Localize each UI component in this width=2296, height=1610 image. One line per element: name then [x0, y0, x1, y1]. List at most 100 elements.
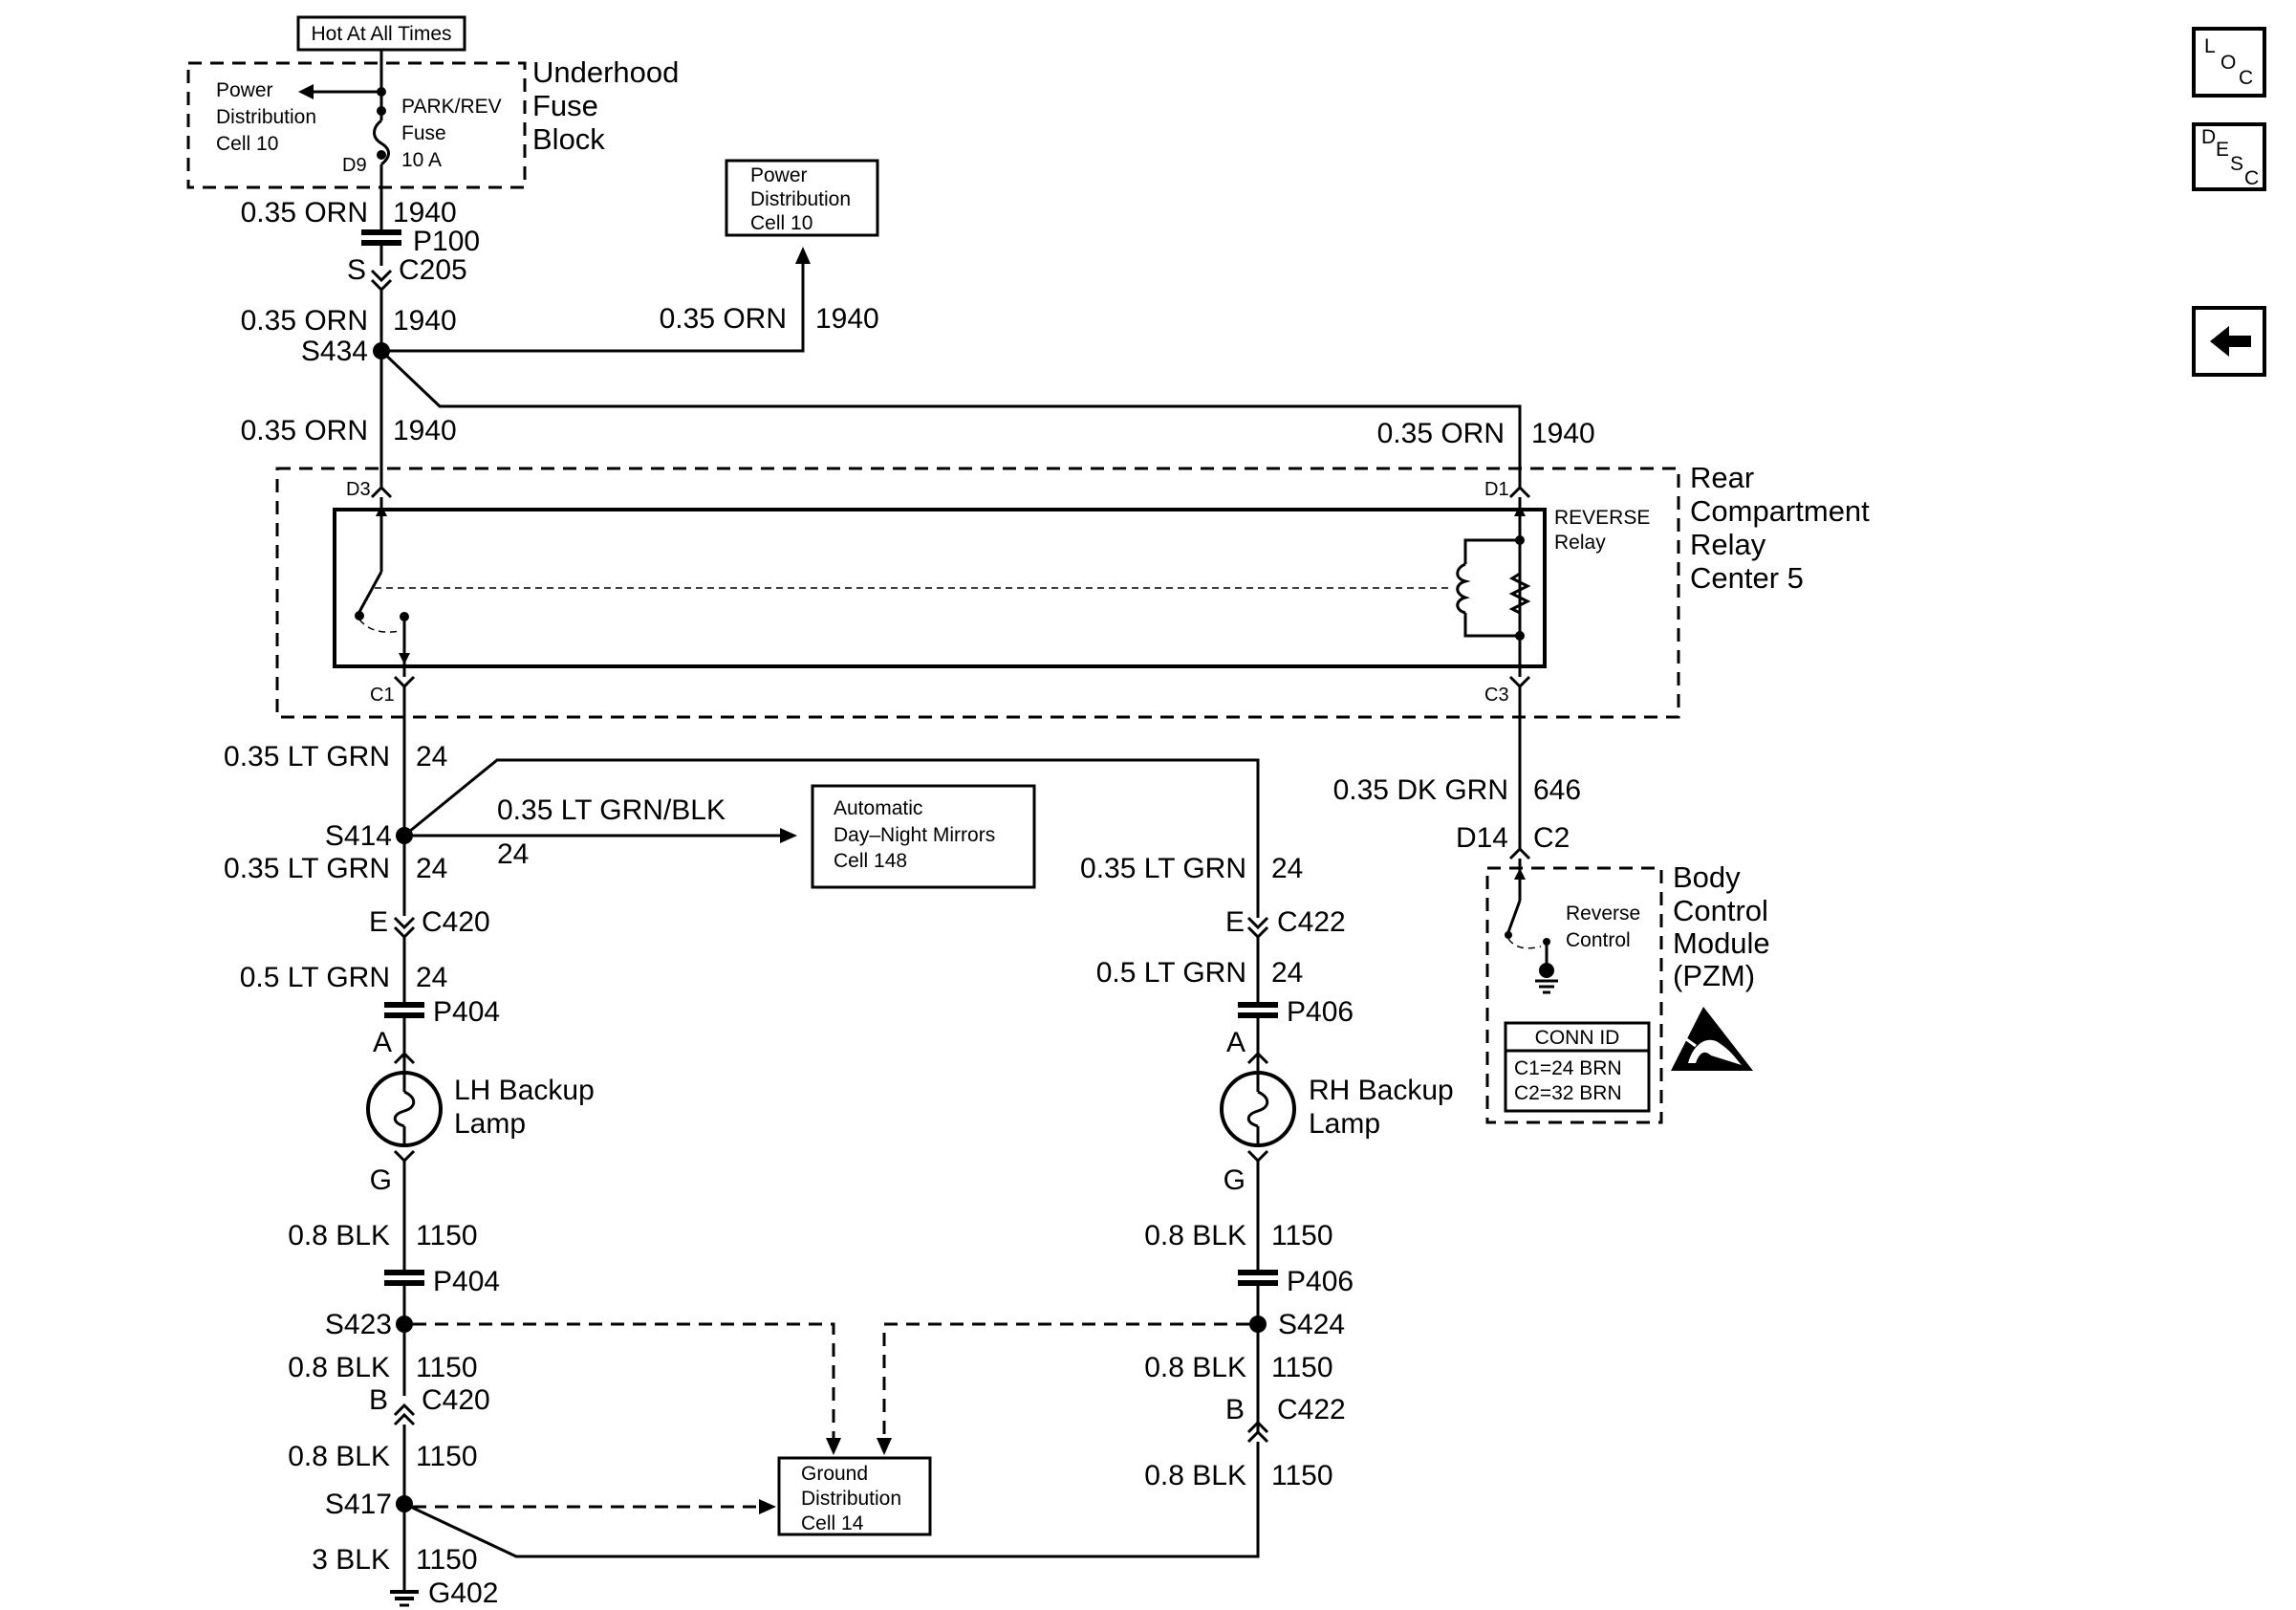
svg-text:0.8 BLK: 0.8 BLK	[1144, 1220, 1246, 1251]
svg-text:0.8 BLK: 0.8 BLK	[288, 1441, 390, 1472]
svg-text:24: 24	[1271, 957, 1303, 989]
ground-g402: G402	[390, 1577, 498, 1609]
svg-text:0.35 ORN: 0.35 ORN	[241, 305, 368, 337]
svg-text:LH Backup: LH Backup	[454, 1075, 595, 1106]
svg-text:Reverse: Reverse	[1566, 903, 1640, 925]
svg-text:24: 24	[416, 741, 447, 772]
svg-text:P404: P404	[433, 996, 500, 1028]
svg-text:Relay: Relay	[1690, 528, 1766, 561]
svg-text:C420: C420	[422, 1384, 490, 1416]
bcm-feed-wire: 0.35 DK GRN 646 D14 C2	[1333, 686, 1581, 860]
svg-text:Rear: Rear	[1690, 461, 1754, 494]
svg-text:0.35 ORN: 0.35 ORN	[241, 197, 368, 228]
svg-text:1150: 1150	[1271, 1352, 1333, 1383]
svg-text:Automatic: Automatic	[834, 797, 922, 819]
reverse-relay: REVERSE Relay	[333, 497, 1650, 677]
svg-text:Center 5: Center 5	[1690, 561, 1804, 595]
connector-p406-top: P406	[1238, 996, 1354, 1028]
svg-text:Ground: Ground	[801, 1463, 868, 1485]
svg-text:Cell 10: Cell 10	[216, 133, 278, 155]
back-button[interactable]	[2192, 306, 2266, 377]
svg-text:0.8 BLK: 0.8 BLK	[1144, 1460, 1246, 1491]
svg-text:Power: Power	[216, 79, 273, 101]
svg-text:0.35 LT GRN: 0.35 LT GRN	[224, 741, 390, 772]
svg-text:S: S	[2230, 153, 2243, 175]
underhood-fuse-block: Hot At All Times Underhood Fuse Block Po…	[186, 15, 679, 189]
svg-text:Control: Control	[1673, 894, 1768, 927]
svg-text:D1: D1	[1484, 479, 1509, 500]
svg-text:0.35 ORN: 0.35 ORN	[241, 415, 368, 446]
auto-day-night-mirrors-box[interactable]: Automatic Day–Night Mirrors Cell 148	[811, 784, 1036, 889]
fuse-symbol	[373, 119, 390, 166]
connector-c420-top: E C420	[369, 906, 490, 940]
svg-text:1940: 1940	[393, 197, 457, 228]
connector-p404-bottom: P404	[384, 1266, 500, 1297]
svg-text:Fuse: Fuse	[401, 122, 446, 144]
svg-text:0.5 LT GRN: 0.5 LT GRN	[240, 962, 390, 993]
rear-compartment-relay-center: Rear Compartment Relay Center 5 D3 D1 C1…	[275, 461, 1870, 719]
desc-button[interactable]: D E S C	[2192, 122, 2266, 191]
svg-text:S414: S414	[325, 820, 392, 852]
svg-text:Body: Body	[1673, 860, 1741, 894]
svg-text:C2=32 BRN: C2=32 BRN	[1514, 1082, 1622, 1104]
svg-text:D14: D14	[1456, 822, 1508, 854]
svg-text:1150: 1150	[416, 1220, 478, 1251]
conn-id-table: CONN ID C1=24 BRN C2=32 BRN	[1504, 1021, 1651, 1113]
svg-text:24: 24	[497, 838, 529, 870]
svg-text:P404: P404	[433, 1266, 500, 1297]
ground-distribution-box[interactable]: Ground Distribution Cell 14	[777, 1456, 932, 1536]
loc-button[interactable]: L O C	[2192, 27, 2266, 98]
svg-text:RH Backup: RH Backup	[1309, 1075, 1454, 1106]
svg-text:1940: 1940	[393, 415, 457, 446]
svg-text:0.35 LT GRN: 0.35 LT GRN	[1080, 853, 1246, 884]
svg-text:E: E	[369, 906, 388, 938]
svg-text:0.5 LT GRN: 0.5 LT GRN	[1096, 957, 1246, 989]
svg-text:Distribution: Distribution	[216, 106, 316, 128]
svg-text:G402: G402	[428, 1577, 498, 1609]
rh-backup-lamp: RH Backup Lamp	[1220, 1071, 1454, 1147]
svg-text:B: B	[369, 1384, 388, 1416]
splice-s424: S424	[1249, 1309, 1345, 1340]
svg-text:S417: S417	[325, 1489, 392, 1520]
splice-s414: S414	[325, 820, 413, 852]
feed-wire-1940: 0.35 ORN 1940 P100 S C205 0.35 ORN 1940 …	[241, 187, 1595, 488]
svg-text:Cell 148: Cell 148	[834, 850, 907, 872]
svg-text:REVERSE: REVERSE	[1554, 507, 1650, 529]
svg-text:24: 24	[416, 962, 447, 993]
svg-text:24: 24	[416, 853, 447, 884]
svg-text:Distribution: Distribution	[801, 1488, 901, 1510]
svg-text:P100: P100	[413, 226, 480, 257]
svg-text:0.35 LT GRN/BLK: 0.35 LT GRN/BLK	[497, 794, 726, 826]
svg-text:Lamp: Lamp	[454, 1108, 526, 1140]
esd-warning-icon	[1671, 1007, 1753, 1071]
svg-text:Cell 10: Cell 10	[750, 212, 812, 234]
svg-text:Relay: Relay	[1554, 532, 1606, 554]
connector-p406-bottom: P406	[1238, 1266, 1354, 1297]
svg-text:C2: C2	[1533, 822, 1570, 854]
left-branch-wire: 0.35 LT GRN 24 S414 0.35 LT GRN/BLK 24 0…	[224, 686, 1260, 1609]
connector-p404-top: P404	[384, 996, 500, 1028]
svg-text:Module: Module	[1673, 926, 1770, 960]
svg-text:C1=24 BRN: C1=24 BRN	[1514, 1057, 1622, 1079]
svg-text:0.8 BLK: 0.8 BLK	[1144, 1352, 1246, 1383]
svg-text:A: A	[1226, 1027, 1245, 1058]
connector-c420-bottom: B C420	[369, 1384, 490, 1426]
svg-text:1150: 1150	[416, 1441, 478, 1472]
svg-text:C422: C422	[1277, 1394, 1346, 1425]
connector-c422-bottom: B C422	[1225, 1394, 1346, 1444]
lh-backup-lamp: LH Backup Lamp	[366, 1071, 595, 1147]
svg-text:0.8 BLK: 0.8 BLK	[288, 1352, 390, 1383]
svg-text:O: O	[2220, 52, 2236, 74]
svg-text:0.35 ORN: 0.35 ORN	[660, 303, 787, 335]
svg-text:C205: C205	[399, 254, 467, 286]
svg-text:Underhood: Underhood	[532, 55, 679, 89]
power-distribution-box[interactable]: Power Distribution Cell 10	[725, 159, 879, 237]
svg-text:L: L	[2204, 35, 2216, 57]
svg-text:G: G	[370, 1164, 392, 1196]
svg-text:Lamp: Lamp	[1309, 1108, 1380, 1140]
svg-text:Cell 14: Cell 14	[801, 1512, 864, 1534]
svg-text:E: E	[2216, 139, 2229, 161]
svg-text:10 A: 10 A	[401, 149, 442, 171]
svg-text:Block: Block	[532, 122, 605, 156]
splice-s417: S417	[325, 1489, 413, 1520]
